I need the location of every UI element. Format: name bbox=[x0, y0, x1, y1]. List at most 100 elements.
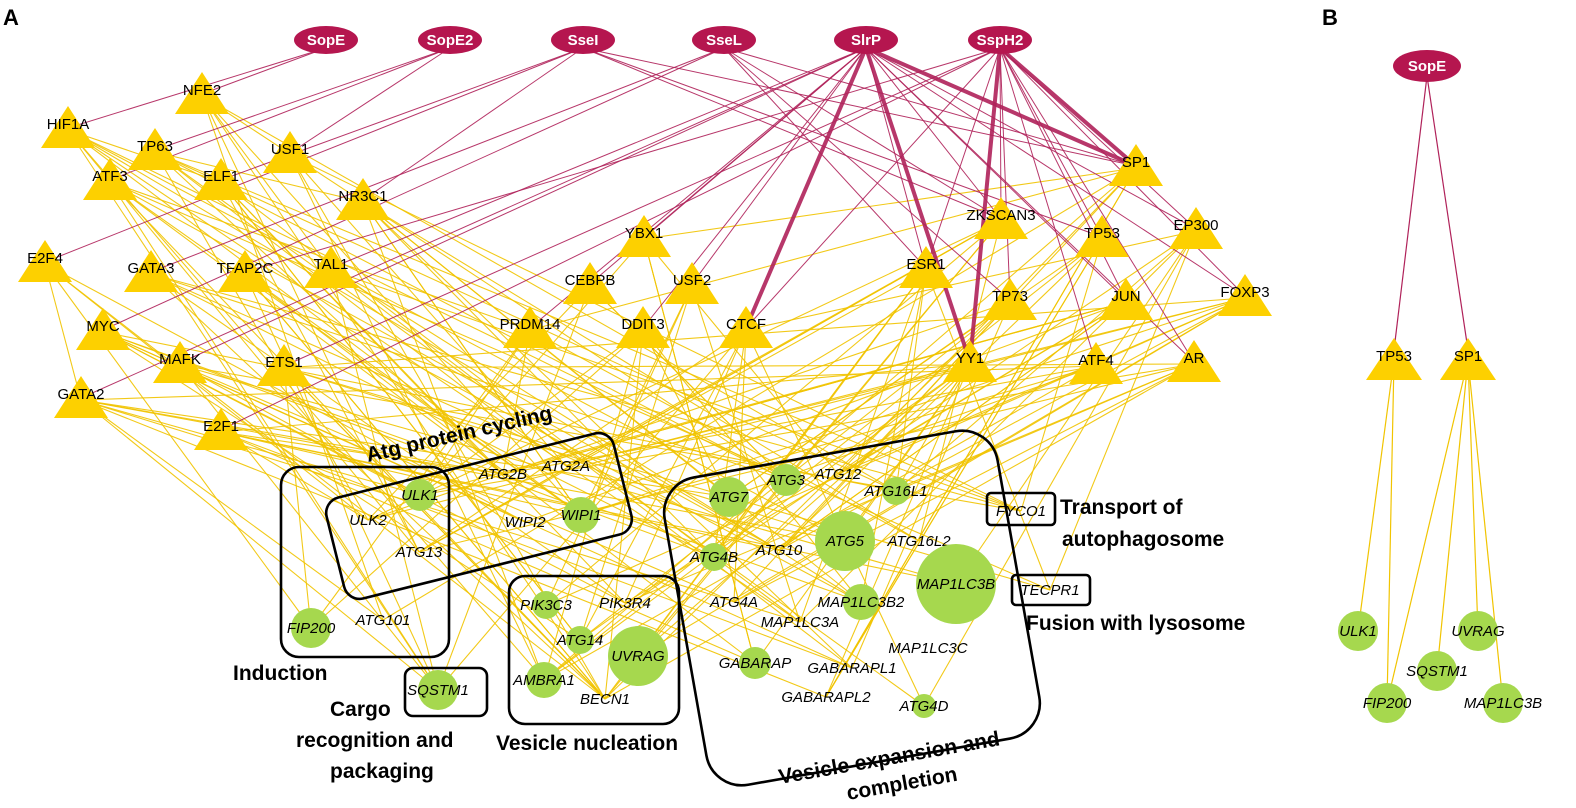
gene-label: ULK1 bbox=[401, 487, 439, 504]
tf-node-ddit3: DDIT3 bbox=[616, 306, 670, 348]
effector-tf-edge bbox=[330, 47, 867, 269]
effector-tf-edge bbox=[1393, 75, 1428, 351]
gene-node-atg4b: ATG4B bbox=[689, 543, 738, 571]
tf-gene-edge bbox=[44, 263, 369, 521]
effector-tf-edge bbox=[999, 47, 1127, 301]
gene-circle bbox=[526, 662, 562, 698]
tf-gene-edge bbox=[150, 273, 787, 481]
tf-triangle bbox=[899, 246, 953, 288]
panel-label-b: B bbox=[1322, 5, 1338, 30]
gene-label: MAP1LC3B bbox=[917, 576, 995, 593]
tf-node-cebpb: CEBPB bbox=[563, 262, 617, 304]
gene-circle bbox=[709, 477, 749, 517]
gene-node-fyco1: FYCO1 bbox=[996, 503, 1046, 520]
tf-node-prdm14: PRDM14 bbox=[500, 306, 560, 348]
tf-label: MYC bbox=[86, 318, 120, 335]
tf-gene-edge bbox=[220, 431, 582, 516]
tf-gene-edge bbox=[545, 297, 1246, 606]
effector-tf-edge bbox=[1426, 75, 1469, 351]
gene-node-map1lc3c: MAP1LC3C bbox=[888, 640, 967, 657]
tf-triangle bbox=[974, 197, 1028, 239]
gene-node-atg3: ATG3 bbox=[766, 464, 806, 496]
tf-node-tal1: TAL1 bbox=[304, 246, 358, 288]
tf-gene-edge bbox=[283, 367, 312, 629]
tf-gene-edge bbox=[713, 230, 1197, 558]
tf-node-e2f1: E2F1 bbox=[194, 408, 248, 450]
gene-label: ATG2A bbox=[541, 458, 590, 475]
gene-node-atg14: ATG14 bbox=[556, 626, 603, 654]
tf-triangle bbox=[1167, 340, 1221, 382]
tf-node-usf1: USF1 bbox=[263, 131, 317, 173]
tf-gene-edge bbox=[367, 220, 1002, 521]
tf-triangle bbox=[503, 306, 557, 348]
effector-tf-edge bbox=[691, 47, 867, 285]
tf-label: SP1 bbox=[1122, 154, 1150, 171]
cargo-box bbox=[403, 666, 489, 718]
effector-tf-edge bbox=[745, 47, 1001, 329]
gene-node-atg5: ATG5 bbox=[815, 511, 875, 571]
gene-node-map1lc3a: MAP1LC3A bbox=[761, 614, 839, 631]
effector-node-ssei: SseI bbox=[551, 26, 615, 54]
gene-label: MAP1LC3C bbox=[888, 640, 967, 657]
tf-gene-edge bbox=[80, 399, 421, 496]
tf-gene-edge bbox=[44, 263, 82, 401]
effector-tf-edge bbox=[44, 47, 584, 263]
induction-label: Induction bbox=[233, 662, 327, 685]
tf-gene-edge bbox=[179, 364, 735, 603]
tf-node-sp1: SP1 bbox=[1440, 338, 1496, 380]
effector-tf-edge bbox=[723, 47, 1002, 220]
tf-triangle bbox=[983, 278, 1037, 320]
gene-label: ATG101 bbox=[355, 612, 411, 629]
gene-node-atg16l1: ATG16L1 bbox=[863, 477, 928, 505]
tf-gene-edge bbox=[418, 269, 927, 553]
effector-shape bbox=[418, 26, 482, 54]
effector-tf-edge bbox=[723, 47, 1137, 167]
tf-triangle bbox=[124, 250, 178, 292]
tf-gene-edge bbox=[642, 329, 730, 498]
gene-circle bbox=[1338, 611, 1378, 651]
tf-label: MAFK bbox=[159, 351, 201, 368]
effector-tf-edge bbox=[80, 47, 867, 399]
gene-circle bbox=[843, 584, 879, 620]
tf-node-zkscan3: ZKSCAN3 bbox=[966, 197, 1036, 239]
gene-node-atg12: ATG12 bbox=[814, 466, 862, 483]
tf-label: ATF3 bbox=[92, 168, 128, 185]
gene-circle bbox=[1458, 611, 1498, 651]
effector-tf-edge bbox=[154, 47, 451, 151]
tf-gene-edge bbox=[529, 167, 1137, 331]
tf-triangle bbox=[665, 262, 719, 304]
tf-gene-edge bbox=[220, 181, 420, 553]
tf-gene-edge bbox=[367, 301, 1011, 521]
atg-cycling-box bbox=[324, 431, 634, 601]
gene-label: WIPI2 bbox=[505, 514, 546, 531]
tf-gene-edge bbox=[150, 273, 715, 558]
tf-triangle bbox=[263, 131, 317, 173]
gene-node-ulk1: ULK1 bbox=[401, 479, 439, 511]
tf-gene-edge bbox=[201, 95, 332, 271]
gene-circle bbox=[1483, 683, 1523, 723]
tf-gene-edge bbox=[579, 285, 693, 641]
gene-node-pik3r4: PIK3R4 bbox=[599, 595, 651, 612]
effector-node-slrp: SlrP bbox=[834, 26, 898, 54]
tf-label: TFAP2C bbox=[217, 260, 274, 277]
tf-gene-edge bbox=[754, 363, 971, 664]
tf-gene-edge bbox=[604, 363, 1195, 700]
gene-circle bbox=[566, 626, 594, 654]
gene-circle bbox=[700, 543, 728, 571]
tf-label: ESR1 bbox=[906, 256, 945, 273]
tf-node-atf3: ATF3 bbox=[83, 158, 137, 200]
tf-triangle bbox=[1075, 215, 1129, 257]
tf-node-sp1: SP1 bbox=[1109, 144, 1163, 186]
tf-triangle bbox=[18, 240, 72, 282]
tf-triangle bbox=[336, 178, 390, 220]
effector-tf-edge bbox=[102, 47, 725, 331]
effector-tf-edge bbox=[220, 47, 1001, 431]
tf-gene-edge bbox=[220, 431, 780, 551]
tf-gene-edge bbox=[1020, 238, 1103, 512]
tf-gene-edge bbox=[80, 399, 730, 498]
tf-triangle bbox=[616, 306, 670, 348]
gene-circle bbox=[770, 464, 802, 496]
fusion-box bbox=[1010, 573, 1092, 607]
tf-triangle bbox=[175, 72, 229, 114]
